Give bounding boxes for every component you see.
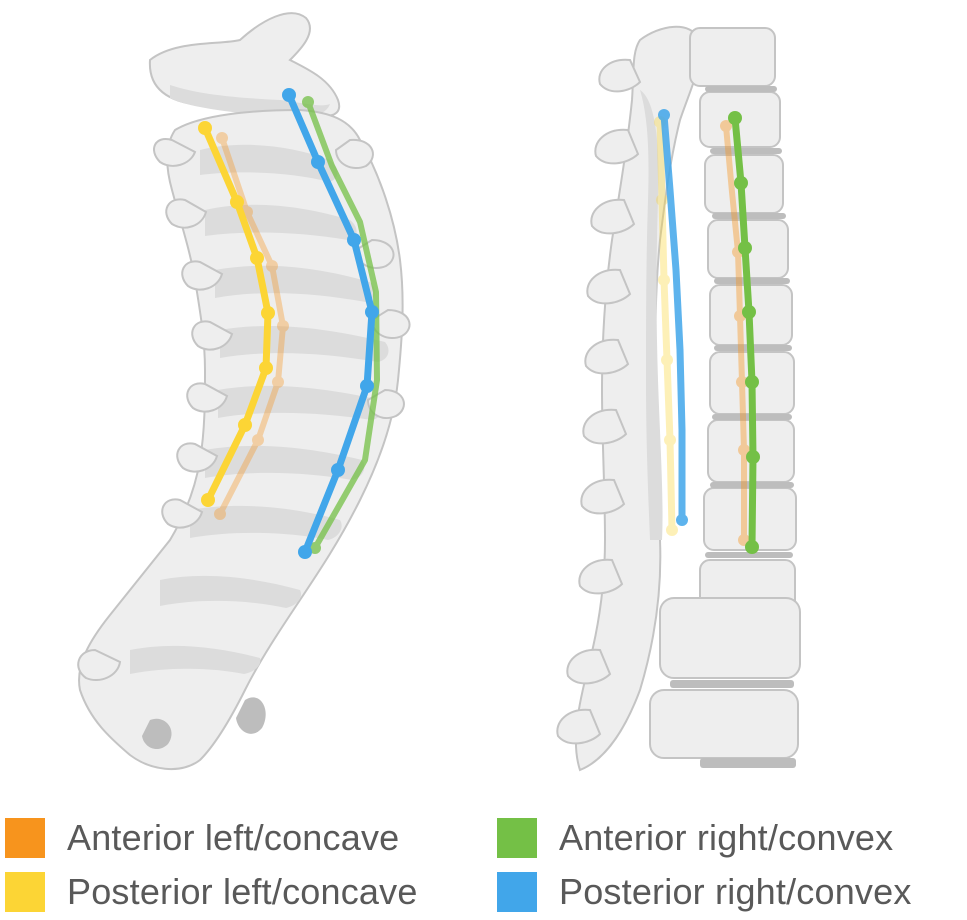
legend-swatch-yellow bbox=[5, 872, 45, 912]
legend-item-posterior-right: Posterior right/convex bbox=[497, 867, 912, 917]
right-spine-lateral-view bbox=[556, 25, 801, 772]
legend-swatch-green bbox=[497, 818, 537, 858]
legend-item-anterior-right: Anterior right/convex bbox=[497, 813, 893, 863]
left-anterior-right-line bbox=[302, 96, 380, 554]
legend-label-posterior-left: Posterior left/concave bbox=[67, 871, 418, 912]
right-anterior-right-line bbox=[728, 111, 760, 554]
legend-swatch-blue bbox=[497, 872, 537, 912]
legend-item-anterior-left: Anterior left/concave bbox=[5, 813, 399, 863]
legend-swatch-orange bbox=[5, 818, 45, 858]
left-anterior-left-line bbox=[214, 132, 289, 520]
legend-label-anterior-left: Anterior left/concave bbox=[67, 817, 400, 858]
left-posterior-left-line bbox=[198, 121, 275, 507]
legend-label-anterior-right: Anterior right/convex bbox=[559, 817, 894, 858]
legend: Anterior left/concave Anterior right/con… bbox=[0, 805, 967, 920]
right-anterior-left-line bbox=[720, 120, 750, 546]
legend-label-posterior-right: Posterior right/convex bbox=[559, 871, 912, 912]
legend-item-posterior-left: Posterior left/concave bbox=[5, 867, 418, 917]
left-posterior-right-line bbox=[282, 88, 379, 559]
spine-diagram bbox=[77, 12, 801, 772]
right-posterior-right-line bbox=[658, 109, 688, 526]
left-spine-oblique-view bbox=[77, 12, 411, 771]
